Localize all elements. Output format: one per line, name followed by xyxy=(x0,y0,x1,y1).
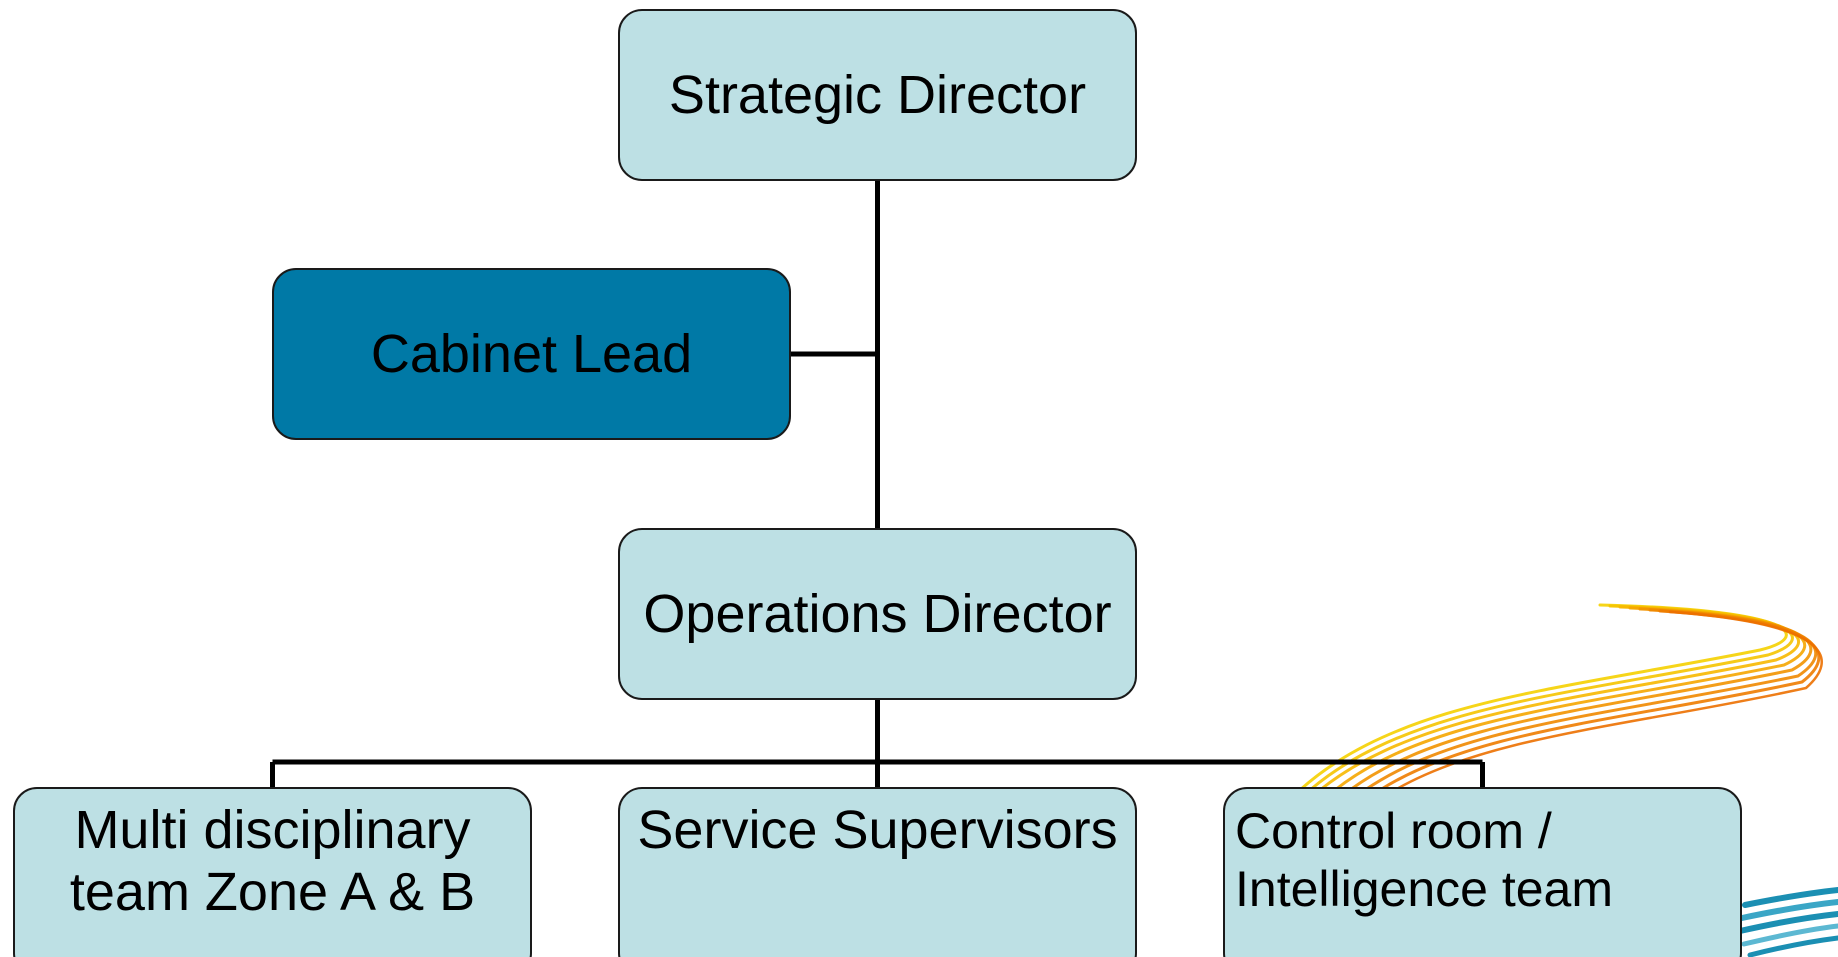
node-label: Multi disciplinary team Zone A & B xyxy=(69,800,476,923)
node-label: Cabinet Lead xyxy=(370,323,693,384)
node-service-supervisors: Service Supervisors xyxy=(618,787,1137,957)
node-control-room-intelligence: Control room / Intelligence team xyxy=(1223,787,1742,957)
node-cabinet-lead: Cabinet Lead xyxy=(272,268,791,440)
node-label: Control room / Intelligence team xyxy=(1235,803,1614,917)
node-label: Service Supervisors xyxy=(637,800,1118,860)
node-label: Strategic Director xyxy=(668,64,1087,125)
node-multi-disciplinary-team: Multi disciplinary team Zone A & B xyxy=(13,787,532,957)
node-strategic-director: Strategic Director xyxy=(618,9,1137,181)
node-operations-director: Operations Director xyxy=(618,528,1137,700)
node-label: Operations Director xyxy=(643,583,1112,644)
